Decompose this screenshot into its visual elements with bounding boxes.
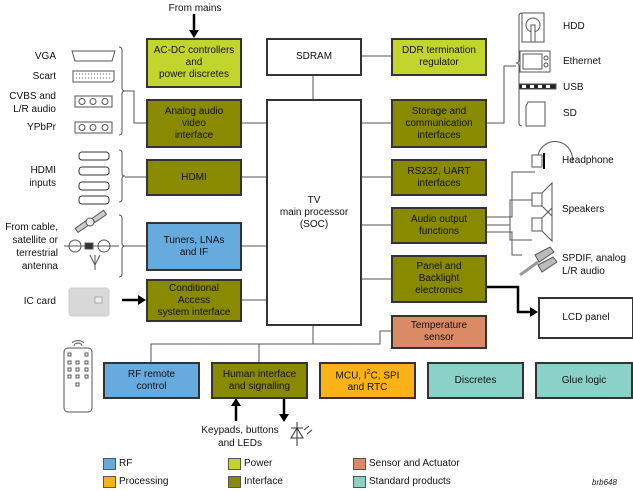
vga-label: VGA (34, 51, 56, 62)
legend-swatch-standard (353, 476, 366, 488)
mcu-text-b: C, SPI and RTC (347, 370, 400, 394)
audio-output-block: Audio output functions (391, 207, 487, 244)
legend-swatch-interface (228, 476, 241, 488)
legend-label-processing: Processing (119, 476, 169, 487)
analog-av-interface-block: Analog audio video interface (146, 99, 242, 148)
mcu-sup: 2 (366, 368, 371, 376)
legend-label-rf: RF (119, 458, 133, 469)
cvbs-connector-icon (74, 95, 113, 108)
legend-swatch-rf (103, 458, 116, 470)
led-icon (290, 422, 313, 446)
glue-logic-block: Glue logic (535, 362, 633, 399)
mcu-block: MCU, I2C, SPI and RTC (319, 362, 416, 399)
scart-label: Scart (32, 71, 56, 82)
scart-connector-icon (72, 70, 115, 83)
mcu-text-a: MCU, I (335, 370, 367, 382)
usb-icon (518, 83, 557, 90)
satellite-icon (74, 209, 108, 234)
headphone-icon (531, 141, 573, 169)
antenna-label: From cable, satellite or terrestrial ant… (5, 222, 58, 272)
ic-card-icon (68, 287, 110, 317)
hdd-label: HDD (563, 21, 585, 32)
sd-card-icon (525, 101, 546, 127)
from-mains-label: From mains (168, 3, 222, 14)
ic-card-label: IC card (23, 296, 56, 307)
legend-swatch-power (228, 458, 241, 470)
lcd-panel-block: LCD panel (538, 297, 633, 339)
ypbpr-connector-icon (74, 121, 113, 134)
ddr-termination-block: DDR termination regulator (391, 38, 487, 76)
tv-main-processor-block: TV main processor (SOC) (266, 99, 362, 326)
vga-connector-icon (71, 50, 116, 62)
hdmi-connector-icons (78, 151, 110, 205)
human-interface-block: Human interface and signalling (211, 362, 308, 399)
conditional-access-block: Conditional Access system interface (146, 279, 242, 322)
legend-swatch-sensor (353, 458, 366, 470)
legend-swatch-processing (103, 476, 116, 488)
legend-label-sensor: Sensor and Actuator (369, 458, 460, 469)
legend-label-power: Power (244, 458, 273, 469)
temperature-sensor-block: Temperature sensor (391, 315, 487, 349)
keypads-label: Keypads, buttons and LEDs (201, 425, 279, 449)
acdc-block: AC-DC controllers and power discretes (146, 38, 242, 88)
rf-remote-block: RF remote control (103, 362, 200, 399)
ethernet-icon (519, 50, 551, 73)
speaker-icon (531, 181, 553, 243)
spdif-label: SPDIF, analog L/R audio (562, 253, 626, 277)
legend-label-interface: Interface (244, 476, 283, 487)
legend-label-standard: Standard products (369, 476, 451, 487)
audio-plug-icon (519, 246, 558, 277)
usb-label: USB (563, 82, 584, 93)
storage-comm-block: Storage and communication interfaces (391, 99, 487, 148)
ethernet-label: Ethernet (563, 56, 601, 67)
hdd-icon (521, 12, 545, 43)
headphone-label: Headphone (562, 155, 614, 166)
discretes-block: Discretes (427, 362, 524, 399)
ypbpr-label: YPbPr (27, 122, 56, 133)
sdram-block: SDRAM (266, 38, 362, 76)
hdmi-inputs-label: HDMI inputs (29, 165, 56, 189)
rs232-uart-block: RS232, UART interfaces (391, 159, 487, 196)
tuners-block: Tuners, LNAs and IF (146, 222, 242, 271)
remote-control-icon (63, 340, 93, 413)
panel-backlight-block: Panel and Backlight electronics (391, 255, 487, 303)
figure-id: brb648 (592, 478, 617, 487)
hdmi-block: HDMI (146, 159, 242, 196)
sd-label: SD (563, 108, 577, 119)
mcu-label: MCU, I2C, SPI and RTC (336, 367, 400, 394)
speakers-label: Speakers (562, 204, 605, 215)
cvbs-label: CVBS and L/R audio (9, 91, 56, 115)
